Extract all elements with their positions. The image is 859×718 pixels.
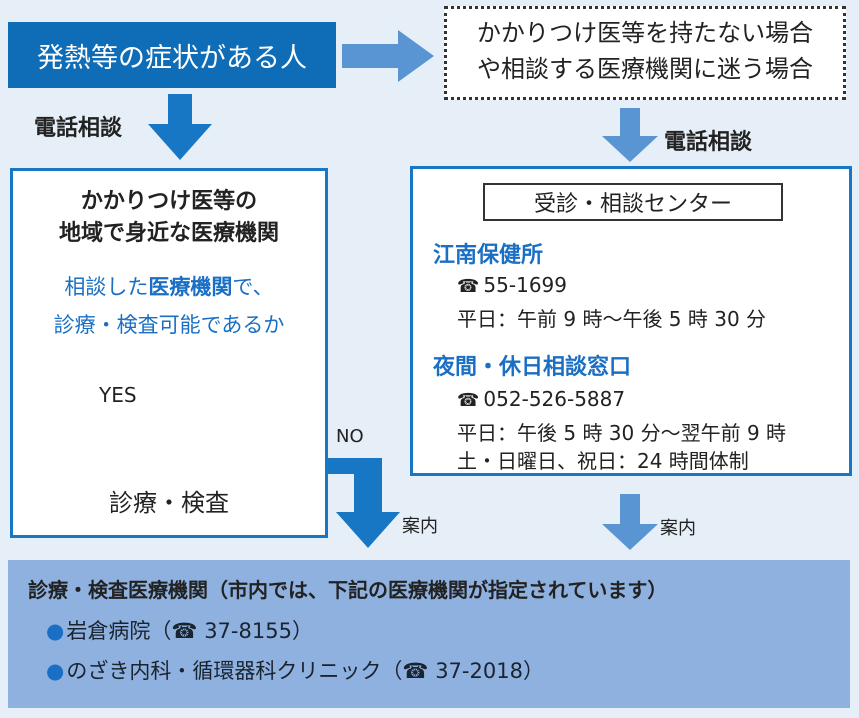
no-doctor-line2: や相談する医療機関に迷う場合 (477, 55, 813, 83)
no-arrow (328, 458, 400, 548)
facility-item: ●のざき内科・循環器科クリニック（☎ 37-2018） (46, 655, 830, 685)
start-box: 発熱等の症状がある人 (8, 22, 336, 88)
office1-name: 江南保健所 (433, 243, 544, 268)
facility-suffix: ） (522, 659, 544, 683)
arrow-consult-to-bottom (602, 494, 658, 550)
facility-phone: 37-2018 (435, 659, 523, 683)
local-clinic-title-1: かかりつけ医等の (80, 189, 258, 214)
office1-phone: ☎55-1699 (457, 273, 567, 297)
office2-phone: ☎052-526-5887 (457, 387, 625, 411)
exam-result-label: 診療・検査 (109, 489, 229, 517)
local-clinic-note-2: 診療・検査可能であるか (53, 313, 285, 337)
guide-label-left: 案内 (402, 516, 438, 537)
no-label: NO (336, 426, 364, 447)
office1-hours: 平日：午前 9 時〜午後 5 時 30 分 (457, 307, 767, 331)
phone-consult-label-right: 電話相談 (664, 130, 753, 155)
consult-center-box: 受診・相談センター 江南保健所 ☎55-1699 平日：午前 9 時〜午後 5 … (410, 166, 852, 476)
facility-name: 岩倉病院（ (66, 619, 172, 643)
office1-phone-number: 55-1699 (483, 273, 567, 297)
no-doctor-line1: かかりつけ医等を持たない場合 (476, 19, 814, 47)
note-prefix: 相談した (64, 275, 149, 299)
facility-name: のざき内科・循環器科クリニック（ (66, 659, 403, 683)
no-doctor-box: かかりつけ医等を持たない場合 や相談する医療機関に迷う場合 (444, 6, 846, 100)
consult-center-title-text: 受診・相談センター (533, 192, 732, 217)
local-clinic-note-1: 相談した医療機関で、 (13, 271, 325, 301)
guide-label-right: 案内 (660, 518, 696, 539)
local-clinic-title-2: 地域で身近な医療機関 (58, 221, 279, 246)
facilities-title: 診療・検査医療機関（市内では、下記の医療機関が指定されています） (28, 578, 668, 602)
local-clinic-box: かかりつけ医等の 地域で身近な医療機関 相談した医療機関で、 診療・検査可能であ… (10, 168, 328, 538)
phone-icon: ☎ (171, 619, 198, 643)
facility-suffix: ） (291, 619, 313, 643)
facilities-box: 診療・検査医療機関（市内では、下記の医療機関が指定されています） ●岩倉病院（☎… (8, 560, 850, 708)
phone-icon: ☎ (402, 659, 429, 683)
office2-name: 夜間・休日相談窓口 (433, 355, 632, 380)
phone-icon: ☎ (457, 390, 480, 411)
facility-item: ●岩倉病院（☎ 37-8155） (46, 615, 830, 645)
yes-label: YES (99, 383, 137, 407)
bullet-icon: ● (46, 659, 65, 683)
office2-hours-1: 平日：午後 5 時 30 分〜翌午前 9 時 (457, 421, 787, 445)
note-bold: 医療機関 (148, 275, 233, 299)
bullet-icon: ● (46, 619, 65, 643)
facility-phone: 37-8155 (204, 619, 292, 643)
start-label: 発熱等の症状がある人 (37, 42, 307, 74)
consult-center-title: 受診・相談センター (483, 183, 783, 221)
office2-phone-number: 052-526-5887 (483, 387, 626, 411)
arrow-to-local-clinic (148, 94, 212, 160)
note-suffix: で、 (232, 275, 274, 299)
arrow-to-consult-center (602, 108, 658, 162)
arrow-to-no-doctor (342, 30, 434, 82)
phone-icon: ☎ (457, 276, 480, 297)
office2-hours-2: 土・日曜日、祝日：24 時間体制 (457, 449, 749, 473)
phone-consult-label-left: 電話相談 (34, 116, 123, 141)
